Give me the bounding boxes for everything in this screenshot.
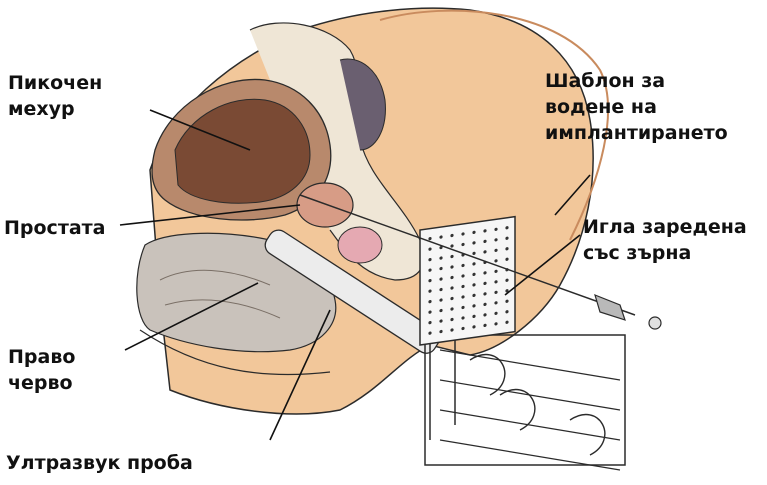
label-bladder: Пикочен мехур [8, 70, 102, 122]
label-prostate: Простата [4, 215, 106, 241]
stepper-rails [440, 350, 620, 470]
needle-hub [595, 295, 625, 320]
label-needle: Игла заредена със зърна [583, 214, 747, 266]
prostate [297, 183, 353, 227]
label-template: Шаблон за водене на имплантирането [545, 68, 728, 146]
needle-end [649, 317, 661, 329]
stepper-knobs [470, 355, 605, 455]
label-rectum: Право черво [8, 344, 75, 396]
prostate-seeds [338, 227, 382, 263]
template-grid [420, 217, 515, 345]
label-ultrasound-probe: Ултразвук проба [6, 450, 193, 476]
